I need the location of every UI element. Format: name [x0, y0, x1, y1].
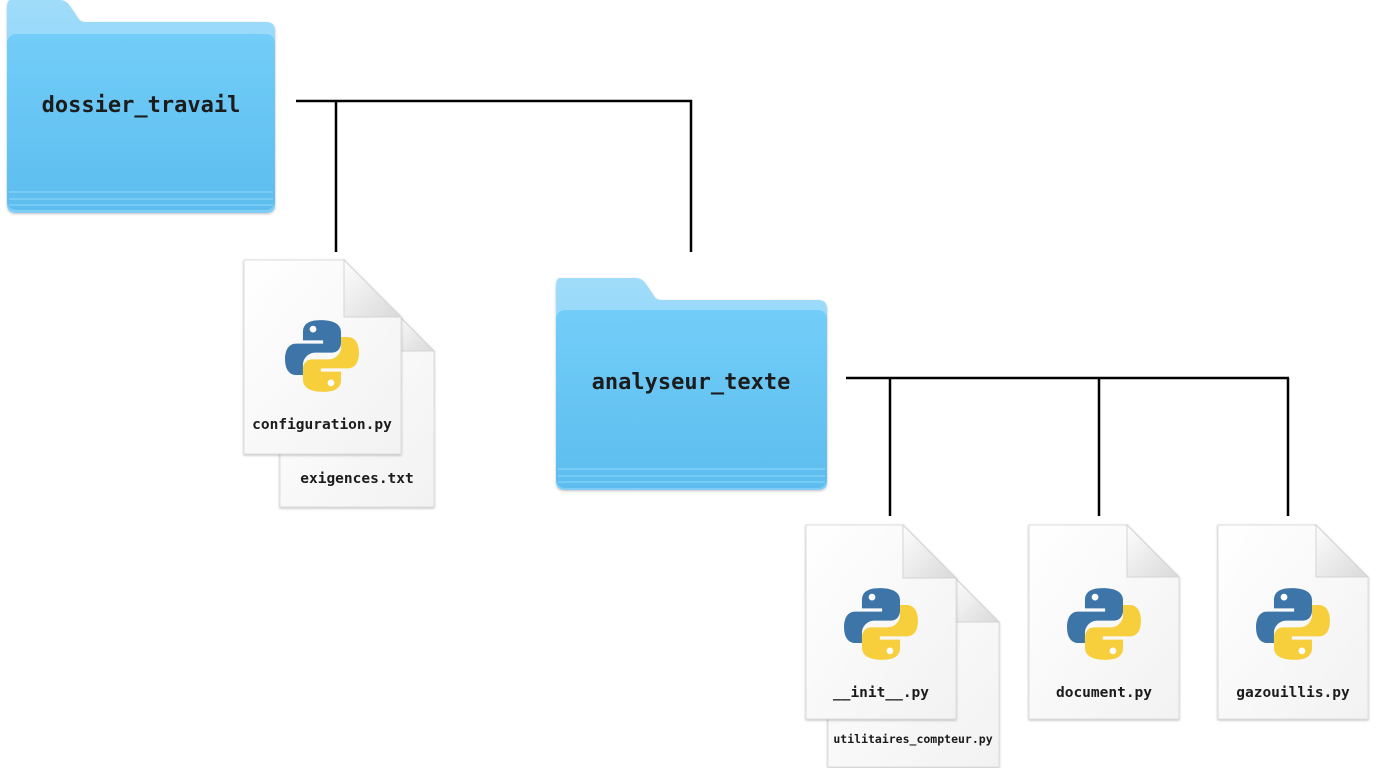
connector-lines — [296, 99, 1290, 516]
python-logo-icon — [1256, 588, 1330, 660]
file-label-init: __init__.py — [833, 685, 929, 701]
file-label-gazouillis: gazouillis.py — [1236, 685, 1350, 701]
folder-body — [556, 310, 827, 488]
folder-body — [7, 34, 275, 210]
file-configuration[interactable]: configuration.py — [243, 258, 403, 455]
connector-root-to-folder — [296, 99, 693, 252]
file-label-exigences: exigences.txt — [300, 471, 414, 487]
file-label-document: document.py — [1056, 685, 1152, 701]
file-gazouillis[interactable]: gazouillis.py — [1217, 523, 1370, 720]
root-folder[interactable]: dossier_travail — [7, 0, 275, 213]
file-document[interactable]: document.py — [1028, 523, 1181, 720]
python-logo-icon — [844, 588, 918, 660]
root-folder-label: dossier_travail — [42, 93, 241, 118]
python-logo-icon — [1067, 588, 1141, 660]
file-init[interactable]: __init__.py — [805, 523, 958, 720]
file-label-configuration: configuration.py — [252, 417, 392, 433]
sub-folder-label: analyseur_texte — [592, 370, 791, 395]
file-label-utilitaires-compteur: utilitaires_compteur.py — [833, 732, 992, 747]
sub-folder[interactable]: analyseur_texte — [556, 278, 827, 490]
python-logo-icon — [285, 320, 359, 392]
